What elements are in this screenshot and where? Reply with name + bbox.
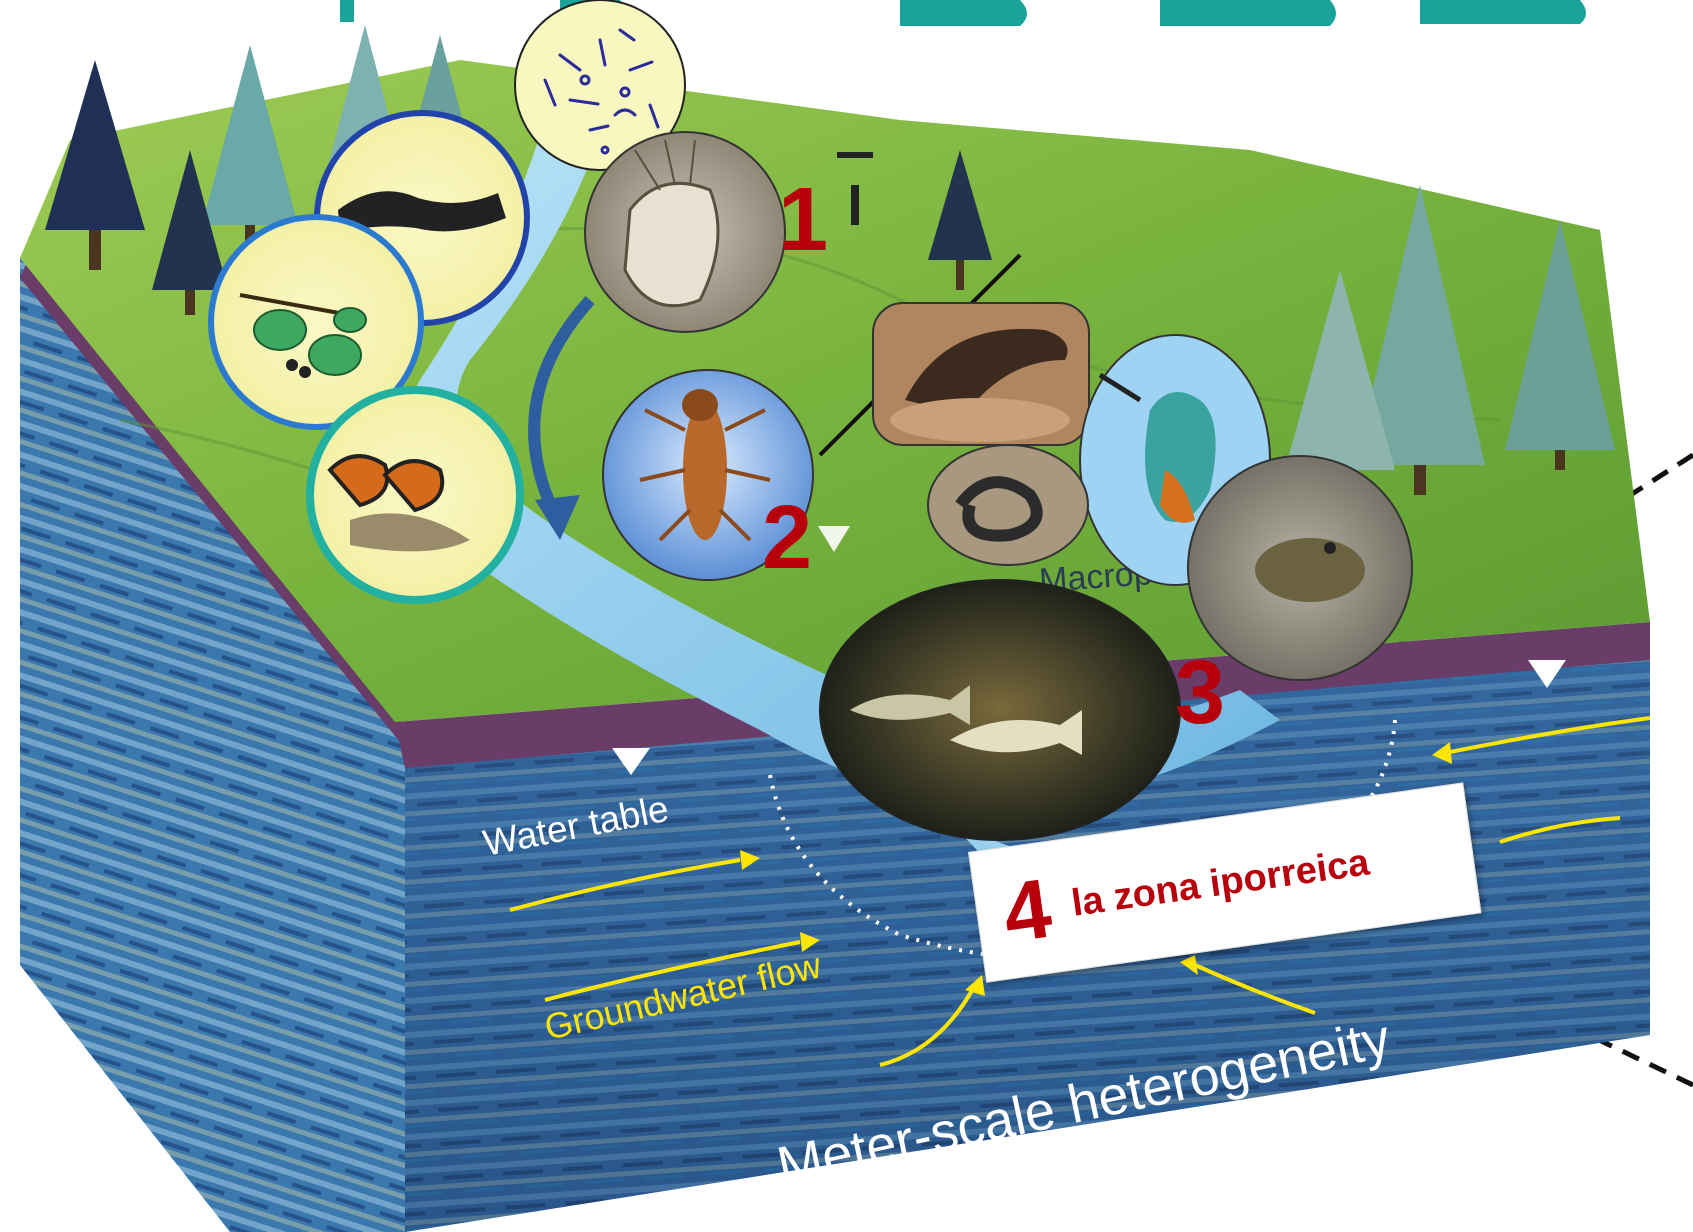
- zone-1-number: 1: [778, 170, 828, 270]
- zone-2-number: 2: [762, 488, 812, 588]
- tree-dark-1: [45, 60, 145, 270]
- alder-leaf-inset: [208, 214, 424, 430]
- zone-4-number: 4: [997, 860, 1057, 961]
- tree-teal-6: [1285, 270, 1395, 470]
- gw-arrow-1: [509, 858, 741, 912]
- tree-teal-4: [1355, 185, 1485, 495]
- gw-arrow-6: [1499, 816, 1621, 844]
- groundwater-arrowheads: [740, 742, 1452, 996]
- gw-arrow-3: [879, 984, 977, 1067]
- organism-insets: [208, 0, 1413, 841]
- tree-dark-3: [928, 150, 992, 290]
- tree-dark-4: [837, 152, 873, 225]
- zone-3-number: 3: [1175, 643, 1225, 743]
- cropped-title-fragments: [340, 0, 1586, 26]
- toad-inset: [1187, 455, 1413, 681]
- caddisfly-case-inset: [306, 386, 524, 604]
- fish-inset: [819, 579, 1181, 841]
- water-table-marker-right: [1528, 660, 1566, 688]
- water-table-markers: [612, 526, 1566, 775]
- tree-teal-1: [202, 45, 298, 255]
- grass-snake-inset: [927, 444, 1089, 566]
- river-channel: [403, 135, 1280, 806]
- stonefly-nymph-inset: [602, 369, 814, 581]
- water-table-marker-river: [818, 526, 850, 552]
- tree-teal-5: [1505, 220, 1615, 470]
- hyporheic-zone-label: la zona iporreica: [1069, 841, 1372, 925]
- otter-inset: [872, 302, 1090, 446]
- groundwater-arrows: [509, 716, 1651, 1067]
- gw-arrow-2: [544, 940, 801, 1002]
- water-table-marker-left: [612, 748, 650, 775]
- gw-arrow-4: [1194, 963, 1316, 1015]
- bacteria-inset: [514, 0, 686, 171]
- aquifer-side-face: [20, 258, 405, 1232]
- gw-arrow-5: [1449, 716, 1651, 754]
- tree-dark-2: [152, 150, 228, 315]
- protozoan-inset: [584, 131, 786, 333]
